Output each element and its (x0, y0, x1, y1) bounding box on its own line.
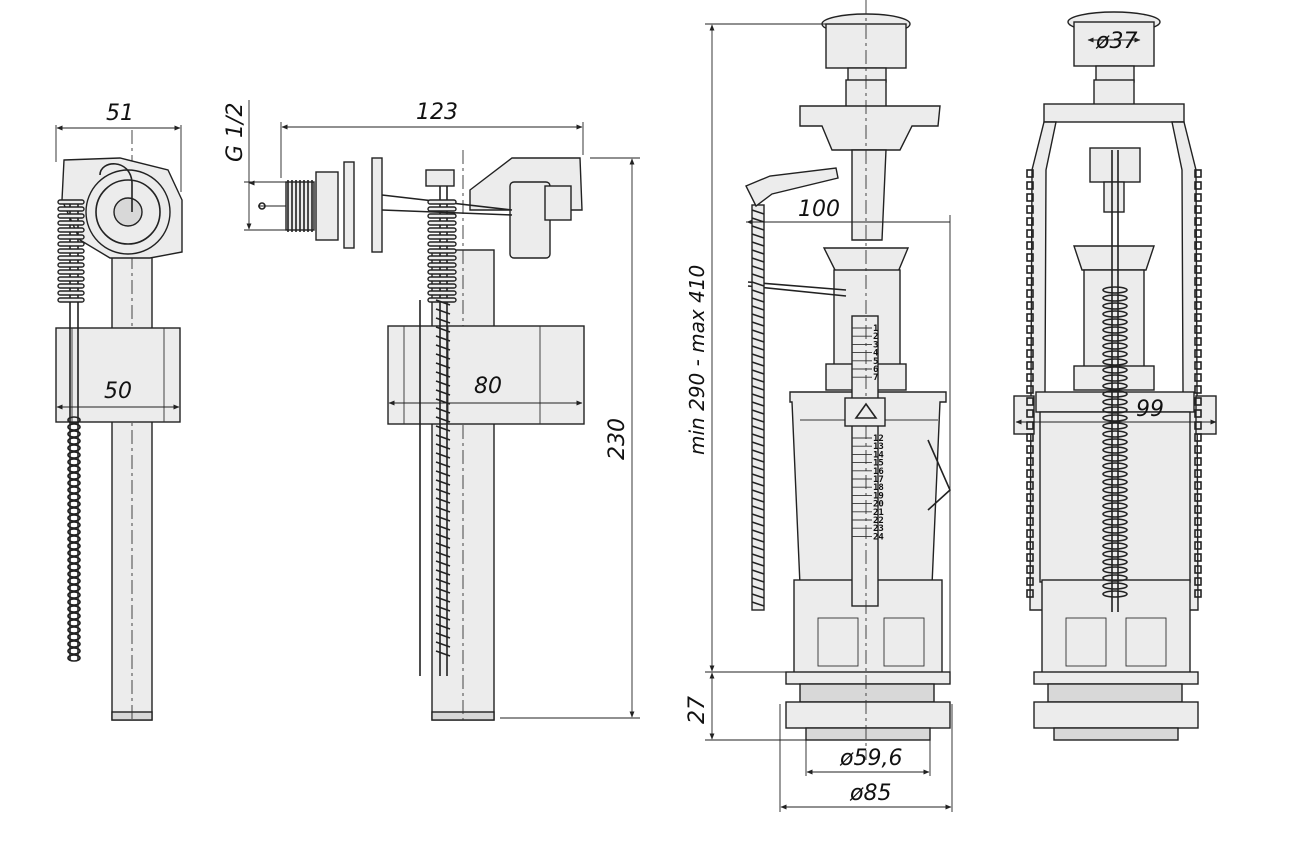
scale-mark: 15 (873, 459, 884, 469)
float-valve-front-view: 123 G 1/2 80 230 (223, 100, 640, 721)
scale-mark: 7 (873, 373, 878, 383)
float-valve-side-view: 51 50 (55, 101, 183, 721)
dim-width-99: 99 (1136, 397, 1164, 422)
scale-mark: 19 (873, 491, 884, 501)
scale-mark: 5 (873, 357, 878, 367)
scale-mark: 3 (873, 340, 878, 350)
scale-mark: 24 (873, 532, 884, 542)
scale-mark: 16 (873, 467, 884, 477)
thread-inlet (287, 180, 313, 232)
dim-height-230: 230 (605, 418, 630, 460)
center-spring (1102, 286, 1128, 598)
scale-mark: 23 (873, 524, 884, 534)
scale-mark: 20 (873, 500, 884, 510)
dim-flange-dia: ø85 (849, 781, 891, 806)
scale-mark: 13 (873, 442, 884, 452)
scale-mark: 6 (873, 365, 878, 375)
dim-length-123: 123 (416, 100, 458, 125)
scale-mark: 17 (873, 475, 884, 485)
spring-coil-side (57, 199, 85, 662)
dim-height-range: min 290 - max 410 (685, 265, 709, 455)
scale-mark: 12 (873, 434, 884, 444)
rack-lever (751, 209, 765, 607)
scale-mark: 4 (873, 349, 879, 359)
dim-thread-dia: ø59,6 (839, 746, 902, 771)
scale-mark: 1 (873, 324, 878, 334)
scale-mark: 22 (873, 516, 884, 526)
dim-base-27: 27 (685, 696, 710, 724)
scale-mark: 14 (873, 450, 884, 460)
dim-width-51: 51 (106, 101, 134, 126)
scale-mark: 2 (873, 332, 878, 342)
dim-float-80: 80 (474, 374, 502, 399)
scale-mark: 18 (873, 483, 884, 493)
dim-float-50: 50 (104, 379, 132, 404)
scale-mark: 21 (873, 508, 884, 518)
side-chain-right (1194, 169, 1202, 598)
dim-thread-g12: G 1/2 (223, 103, 248, 162)
spring-coil-front (427, 199, 457, 657)
dim-button-dia: ø37 (1095, 29, 1137, 54)
flush-valve-front-view: 99 ø37 (1013, 11, 1217, 741)
dim-lever-100: 100 (798, 197, 840, 222)
